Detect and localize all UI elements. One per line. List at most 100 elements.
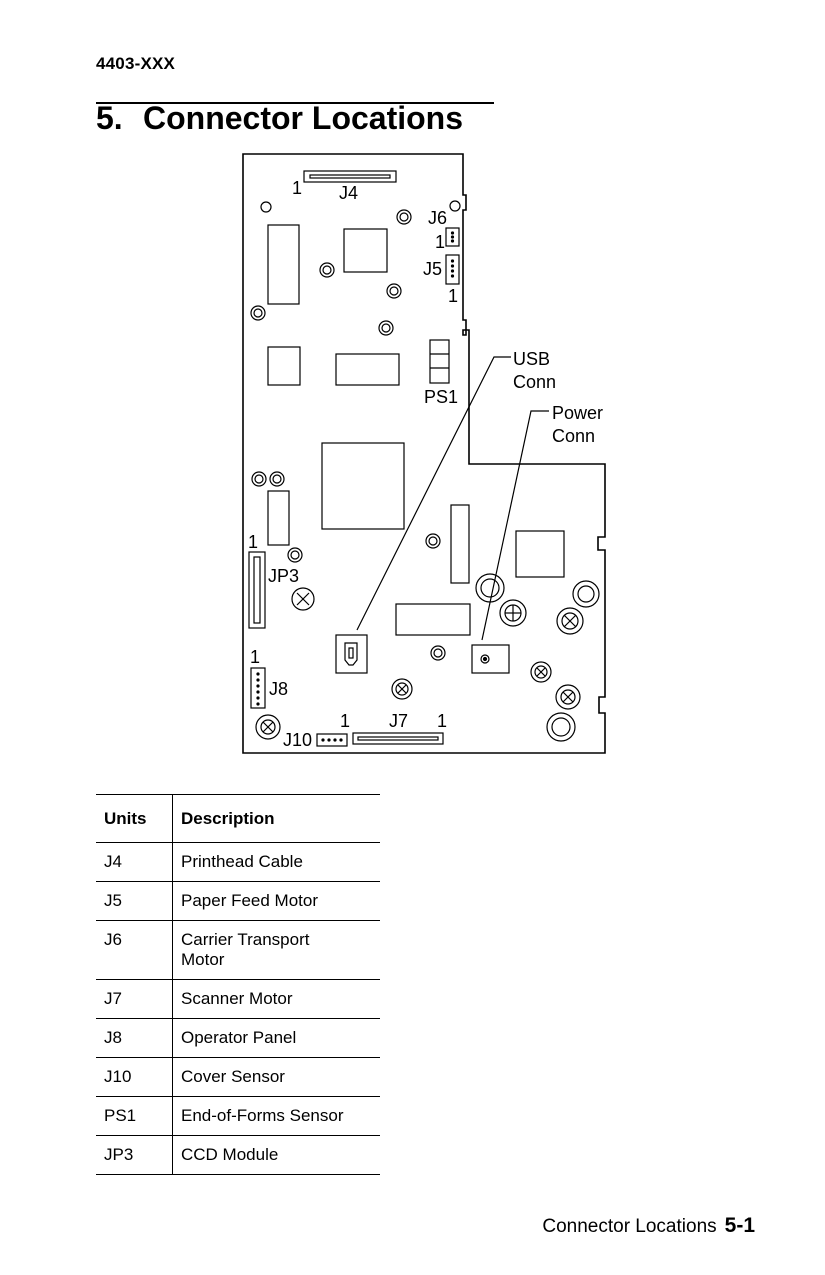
usb-label-line2: Conn [513, 372, 556, 392]
j10-pin-label: 1 [340, 711, 350, 731]
standoff [430, 645, 446, 661]
mounting-hole [449, 200, 461, 212]
power-leader-line [481, 410, 549, 641]
description-cell: End-of-Forms Sensor [172, 1096, 380, 1136]
standoff [250, 305, 266, 321]
component [343, 228, 388, 273]
j10-label: J10 [283, 730, 312, 750]
usb-connector [335, 634, 368, 674]
component [515, 530, 565, 578]
document-code: 4403-XXX [96, 54, 176, 73]
j7-pin-label: 1 [437, 711, 447, 731]
mounting-hole [260, 201, 272, 213]
jp3-connector [248, 551, 266, 629]
standoff [425, 533, 441, 549]
description-cell: CCD Module [172, 1135, 380, 1175]
description-cell: Cover Sensor [172, 1057, 380, 1097]
system-board-diagram: 1 J4 J6 1 J5 1 PS1 USB Conn Power Conn 1… [242, 153, 606, 754]
j8-connector [250, 667, 266, 709]
j5-pin-label: 1 [448, 286, 458, 306]
component [321, 442, 405, 530]
component [335, 353, 400, 386]
screw [530, 661, 552, 683]
j6-pin-label: 1 [435, 232, 445, 252]
screw [291, 587, 315, 611]
description-cell: Carrier Transport Motor [172, 920, 380, 980]
j8-pin-label: 1 [250, 647, 260, 667]
standoff-large [475, 573, 505, 603]
component [395, 603, 471, 636]
description-cell: Scanner Motor [172, 979, 380, 1019]
standoff [287, 547, 303, 563]
page-number: 5-1 [724, 1214, 755, 1237]
j4-pin-label: 1 [292, 178, 302, 198]
component [450, 504, 470, 584]
unit-cell: J5 [96, 881, 173, 921]
screw [556, 607, 584, 635]
j6-connector [445, 227, 460, 247]
section-number: 5. [96, 100, 123, 136]
section-title: Connector Locations [143, 100, 464, 136]
column-header-description: Description [172, 794, 380, 843]
ps1-label: PS1 [424, 387, 458, 407]
board-outline [242, 153, 606, 754]
jp3-label: JP3 [268, 566, 299, 586]
page-footer: Connector Locations 5-1 [542, 1214, 755, 1238]
component [267, 224, 300, 305]
j7-label: J7 [389, 711, 408, 731]
power-connector [471, 644, 510, 674]
j6-label: J6 [428, 208, 447, 228]
description-cell: Operator Panel [172, 1018, 380, 1058]
standoff [396, 209, 412, 225]
power-label-line1: Power [552, 403, 603, 423]
component [267, 490, 290, 546]
unit-cell: J8 [96, 1018, 173, 1058]
unit-cell: J4 [96, 842, 173, 882]
j8-label: J8 [269, 679, 288, 699]
standoff [378, 320, 394, 336]
j4-label: J4 [339, 183, 358, 203]
standoff-large [572, 580, 600, 608]
j5-label: J5 [423, 259, 442, 279]
j10-connector [316, 733, 348, 747]
unit-cell: J10 [96, 1057, 173, 1097]
screw [255, 714, 281, 740]
ps1-sensor [429, 339, 450, 384]
footer-section-title: Connector Locations [542, 1216, 717, 1237]
page-title: 5. Connector Locations [96, 100, 463, 137]
j7-connector [352, 732, 444, 745]
unit-cell: JP3 [96, 1135, 173, 1175]
j4-connector [303, 170, 397, 183]
description-cell: Printhead Cable [172, 842, 380, 882]
table-header-row: Units Description [96, 794, 380, 843]
screw [499, 599, 527, 627]
usb-label-line1: USB [513, 349, 550, 369]
power-label-line2: Conn [552, 426, 595, 446]
unit-cell: PS1 [96, 1096, 173, 1136]
description-cell: Paper Feed Motor [172, 881, 380, 921]
component [267, 346, 301, 386]
screw [555, 684, 581, 710]
standoff [251, 471, 267, 487]
unit-cell: J7 [96, 979, 173, 1019]
standoff [386, 283, 402, 299]
unit-cell: J6 [96, 920, 173, 980]
title-rule [96, 102, 494, 104]
jp3-pin-label: 1 [248, 532, 258, 552]
standoff [319, 262, 335, 278]
usb-leader-line [356, 356, 511, 631]
standoff [269, 471, 285, 487]
standoff-large [546, 712, 576, 742]
j5-connector [445, 254, 460, 285]
column-header-units: Units [96, 794, 173, 843]
screw [391, 678, 413, 700]
